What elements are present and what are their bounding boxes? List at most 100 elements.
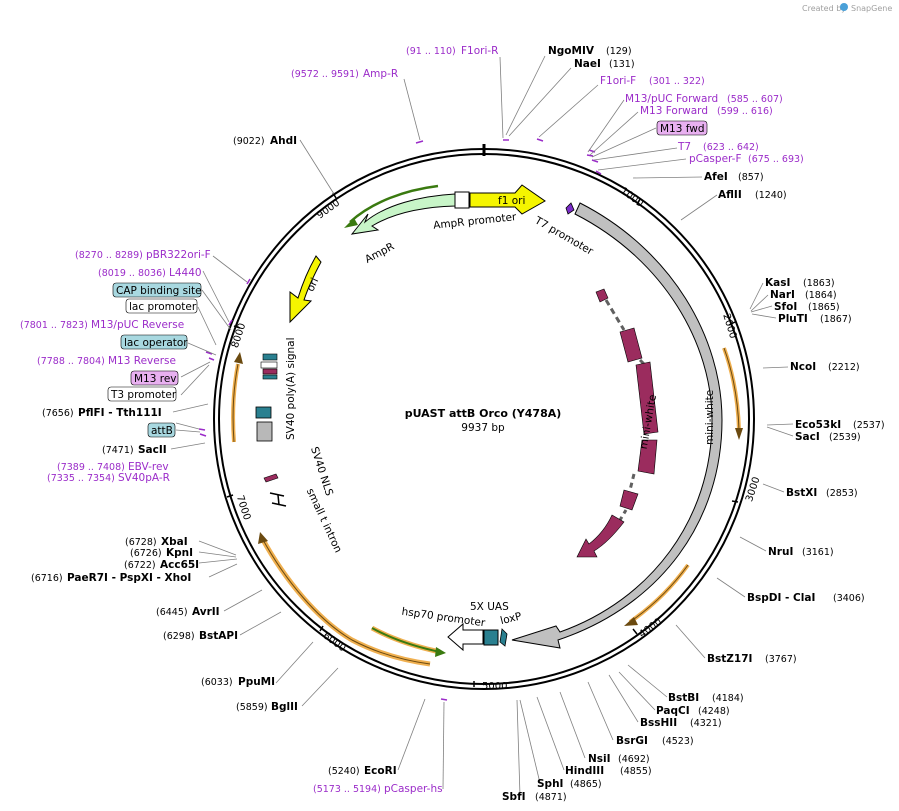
enzyme-name: SacI xyxy=(795,431,820,443)
boxed-label: lac promoter xyxy=(129,301,197,313)
enzyme-name: PflFI - Tth111I xyxy=(78,407,162,419)
boxed-label: T3 promoter xyxy=(110,389,177,401)
primer-name: M13/pUC Forward xyxy=(625,93,718,105)
primer-labels: (91 .. 110) F1ori-R (9572 .. 9591) Amp-R… xyxy=(20,45,804,795)
primer-name: F1ori-F xyxy=(600,75,636,87)
enzyme-pos: (2539) xyxy=(829,432,861,443)
primer-name: M13/pUC Reverse xyxy=(91,319,184,331)
enzyme-pos: (2537) xyxy=(853,420,885,431)
enzyme-pos: (4855) xyxy=(620,766,652,777)
primer-name: M13 Forward xyxy=(640,105,708,117)
primer-name: pCasper-hs xyxy=(384,783,443,795)
sv40-mark-4 xyxy=(262,374,278,380)
primer-name: pBR322ori-F xyxy=(146,249,211,261)
enzyme-name: NgoMIV xyxy=(548,45,595,57)
orf-right-1-head xyxy=(735,428,743,440)
orf-right-2-head xyxy=(624,617,638,626)
enzyme-name: BsrGI xyxy=(616,735,648,747)
feature-label: mini-white xyxy=(704,390,716,445)
enzyme-pos: (4321) xyxy=(690,718,722,729)
tick-label: 4000 xyxy=(637,617,664,641)
orf-bottom-green xyxy=(371,627,441,653)
tick-label: 5000 xyxy=(482,681,507,692)
tick-label: 8000 xyxy=(230,322,248,350)
credit-text: Created by xyxy=(802,4,846,13)
enzyme-name: NcoI xyxy=(790,361,816,373)
sv40-mark-1 xyxy=(262,353,278,361)
enzyme-name: AflII xyxy=(718,189,742,201)
miniwhite-inner-feature xyxy=(576,288,659,558)
gray-block xyxy=(256,421,273,442)
enzyme-pos: (7471) xyxy=(102,445,134,456)
enzyme-pos: (6445) xyxy=(156,607,188,618)
snapgene-logo-icon xyxy=(840,3,848,11)
primer-pos: (5173 .. 5194) xyxy=(313,784,381,795)
primer-name: F1ori-R xyxy=(461,45,498,57)
boxed-labels: M13 fwd CAP binding site lac promoter la… xyxy=(107,120,708,438)
enzyme-name: BstXI xyxy=(786,487,817,499)
enzyme-pos: (3406) xyxy=(833,593,865,604)
enzyme-pos: (5240) xyxy=(328,766,360,777)
enzyme-name: KpnI xyxy=(166,547,193,559)
primer-name: SV40pA-R xyxy=(118,472,170,484)
enzyme-name: AfeI xyxy=(704,171,728,183)
enzyme-pos: (4692) xyxy=(618,754,650,765)
enzyme-name: PaqCI xyxy=(656,705,690,717)
enzyme-pos: (7656) xyxy=(42,408,74,419)
enzyme-name: AhdI xyxy=(270,135,297,147)
plasmid-length: 9937 bp xyxy=(461,422,505,434)
enzyme-pos: (3161) xyxy=(802,547,834,558)
enzyme-pos: (4248) xyxy=(698,706,730,717)
enzyme-pos: (6722) xyxy=(124,560,156,571)
feature-label: AmpR xyxy=(363,240,396,265)
promoter-box xyxy=(454,191,470,209)
enzyme-name: NaeI xyxy=(574,58,601,70)
enzyme-name: SacII xyxy=(138,444,167,456)
enzyme-name: BstBI xyxy=(668,692,699,704)
primer-pos: (301 .. 322) xyxy=(649,76,705,87)
enzyme-pos: (131) xyxy=(609,59,635,70)
enzyme-pos: (1867) xyxy=(820,314,852,325)
enzyme-name: EcoRI xyxy=(364,765,397,777)
enzyme-pos: (9022) xyxy=(233,136,265,147)
enzyme-pos: (2853) xyxy=(826,488,858,499)
orf-right-2-line xyxy=(629,564,689,623)
enzyme-pos: (6716) xyxy=(31,573,63,584)
primer-pos: (91 .. 110) xyxy=(406,46,456,57)
enzyme-name: BstZ17I xyxy=(707,653,752,665)
enzyme-name: BssHII xyxy=(640,717,677,729)
primer-pos: (7801 .. 7823) xyxy=(20,320,88,331)
primer-pos: (585 .. 607) xyxy=(727,94,783,105)
feature-label: SV40 poly(A) signal xyxy=(285,337,297,440)
enzyme-pos: (857) xyxy=(738,172,764,183)
ampr-orf-head xyxy=(344,218,358,228)
ori-feature xyxy=(289,255,322,324)
feature-label: f1 ori xyxy=(498,195,525,207)
enzyme-pos: (1865) xyxy=(808,302,840,313)
attb-block xyxy=(255,406,272,419)
enzyme-pos: (6726) xyxy=(130,548,162,559)
orf-left-head xyxy=(234,352,243,364)
sv40-nls-mark xyxy=(263,473,279,483)
enzyme-pos: (4523) xyxy=(662,736,694,747)
enzyme-name: SfoI xyxy=(774,301,797,313)
boxed-label: attB xyxy=(151,425,173,437)
enzyme-pos: (4871) xyxy=(535,792,567,803)
orf-bottom-orange-head xyxy=(258,532,268,544)
enzyme-pos: (4184) xyxy=(712,693,744,704)
enzyme-name: NarI xyxy=(770,289,795,301)
enzyme-pos: (4865) xyxy=(570,779,602,790)
enzyme-name: NsiI xyxy=(588,753,611,765)
uas-feature xyxy=(483,629,499,646)
enzyme-name: SbfI xyxy=(502,791,526,803)
orf-left-line xyxy=(232,363,239,443)
primer-name: M13 Reverse xyxy=(108,355,176,367)
primer-pos: (623 .. 642) xyxy=(703,142,759,153)
primer-pos: (7389 .. 7408) xyxy=(57,462,125,473)
intron-mark xyxy=(269,492,285,497)
ampr-orf xyxy=(349,184,439,223)
primer-name: pCasper-F xyxy=(689,153,742,165)
feature-label: AmpR promoter xyxy=(433,211,518,232)
boxed-label: M13 fwd xyxy=(660,123,705,135)
